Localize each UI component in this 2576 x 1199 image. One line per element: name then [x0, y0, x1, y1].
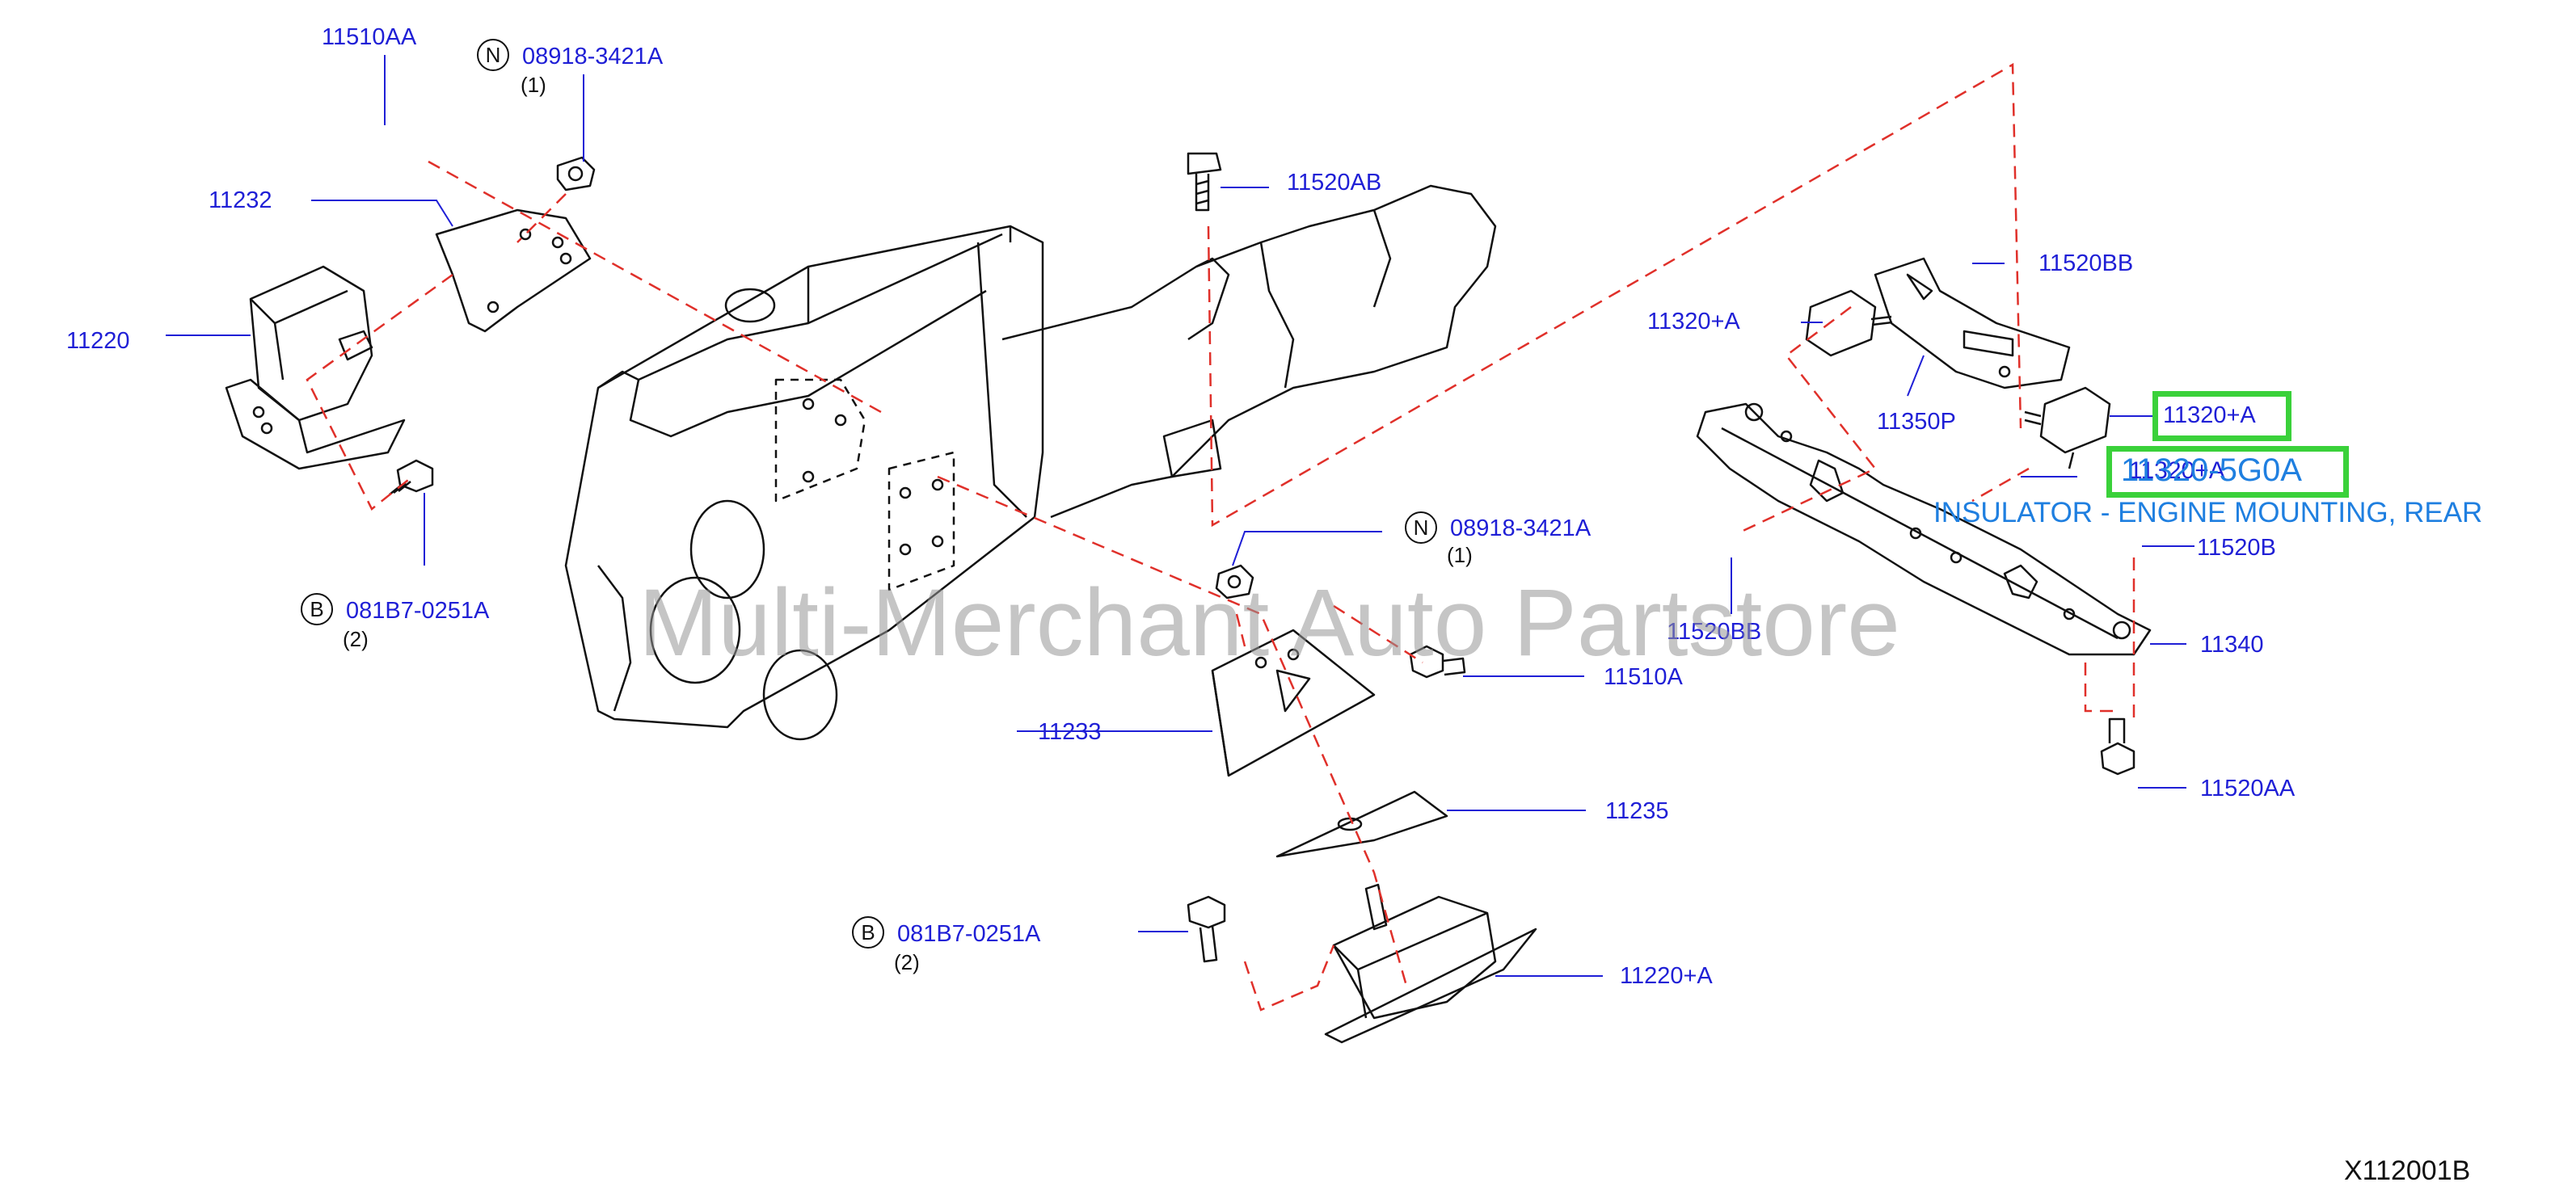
part-label-081b7-left[interactable]: 081B7-0251A — [346, 598, 490, 624]
note-b-symbol-bottom-icon: B — [852, 916, 884, 949]
part-label-081b7-bottom[interactable]: 081B7-0251A — [897, 921, 1041, 947]
overlapped-label-11320a: 11320+A — [2129, 457, 2225, 484]
note-n-symbol-icon: N — [477, 39, 509, 71]
engine-mount-left-drawing — [225, 265, 406, 470]
part-label-11520b[interactable]: 11520B — [2197, 535, 2276, 561]
part-label-11510aa[interactable]: 11510AA — [322, 24, 417, 50]
bolt-left-drawing — [389, 459, 434, 495]
part-label-11520bb-top[interactable]: 11520BB — [2038, 250, 2134, 276]
bracket-11350p-drawing — [1874, 257, 2071, 389]
part-label-11510a[interactable]: 11510A — [1604, 664, 1683, 690]
quantity-08918-mid: (1) — [1447, 543, 1473, 567]
insulator-right-drawing — [2024, 386, 2111, 469]
crossmember-11340-drawing — [1696, 402, 2152, 656]
part-label-11235[interactable]: 11235 — [1605, 798, 1669, 824]
note-n-symbol-mid-icon: N — [1405, 511, 1437, 544]
part-label-08918-top[interactable]: 08918-3421A — [522, 44, 664, 69]
part-label-11340[interactable]: 11340 — [2200, 632, 2264, 658]
bracket-11233-drawing — [1211, 629, 1376, 777]
diagram-code: X112001B — [2344, 1155, 2471, 1186]
bolt-11510a-drawing — [1409, 645, 1466, 679]
bracket-11232-drawing — [435, 208, 592, 333]
nut-mid-drawing — [1215, 564, 1254, 600]
bolt-11520aa-drawing — [2100, 717, 2135, 776]
highlighted-part-description: INSULATOR - ENGINE MOUNTING, REAR — [1933, 497, 2483, 528]
quantity-08918-top: (1) — [521, 73, 546, 97]
assembly-lines — [306, 62, 2135, 1012]
part-label-11220a[interactable]: 11220+A — [1620, 963, 1713, 989]
transmission-drawing — [1001, 184, 1497, 519]
part-label-11233[interactable]: 11233 — [1038, 719, 1102, 745]
part-label-11232[interactable]: 11232 — [209, 187, 272, 213]
part-label-08918-mid[interactable]: 08918-3421A — [1450, 515, 1592, 541]
engine-block-drawing — [564, 225, 1044, 741]
insulator-left-drawing — [1805, 289, 1893, 357]
highlight-box-11320a[interactable] — [2152, 391, 2291, 441]
part-label-11320a-left[interactable]: 11320+A — [1647, 309, 1740, 334]
note-b-symbol-icon: B — [301, 593, 333, 625]
part-label-11220[interactable]: 11220 — [66, 328, 130, 354]
quantity-081b7-bottom: (2) — [894, 950, 920, 974]
engine-mount-right-drawing — [1324, 883, 1537, 1044]
quantity-081b7-left: (2) — [343, 627, 369, 651]
part-label-11350p[interactable]: 11350P — [1877, 409, 1956, 435]
bolt-bottom-drawing — [1187, 895, 1226, 963]
part-label-11520bb-bottom[interactable]: 11520BB — [1667, 619, 1762, 645]
bolt-11520ab-drawing — [1187, 152, 1222, 212]
part-label-11520ab[interactable]: 11520AB — [1287, 170, 1382, 196]
nut-top-drawing — [556, 156, 596, 191]
plate-11235-drawing — [1275, 790, 1448, 858]
highlighted-part-number[interactable]: 11320-5G0A — [2121, 452, 2302, 488]
leader-lines — [166, 55, 2194, 977]
part-label-11320a-right[interactable]: 11320+A — [2163, 402, 2256, 428]
part-label-11520aa[interactable]: 11520AA — [2200, 776, 2296, 801]
highlight-box-part-number[interactable] — [2106, 446, 2349, 498]
